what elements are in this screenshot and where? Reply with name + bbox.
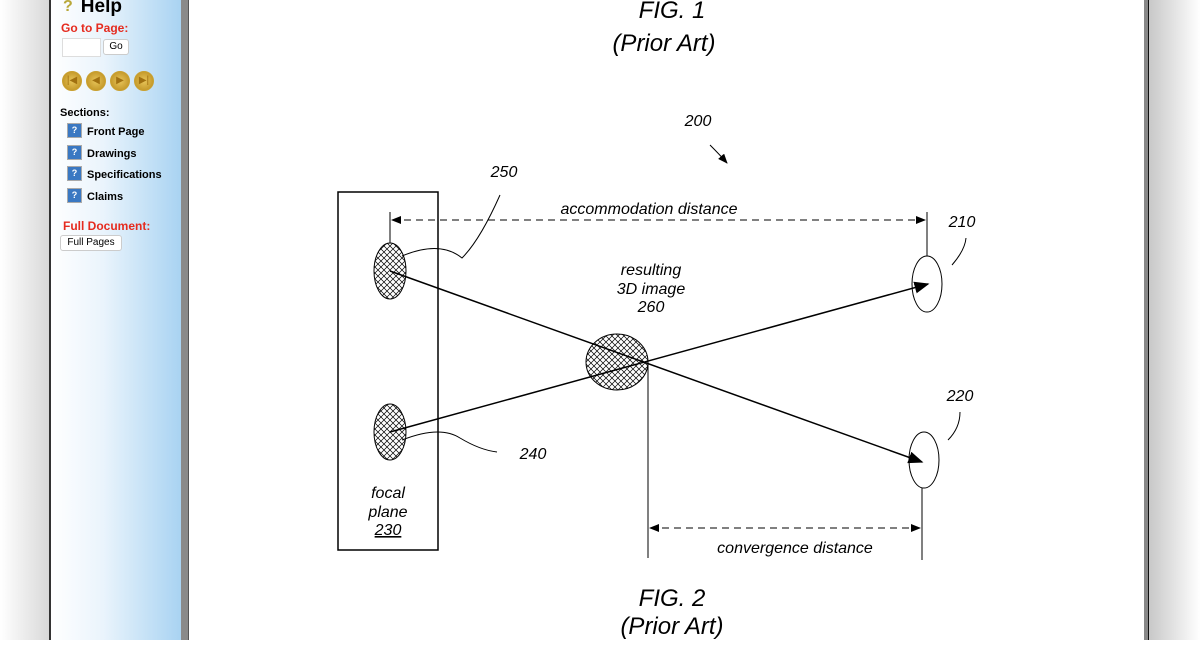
first-page-icon[interactable]: |◀ [62,71,82,91]
window-border [49,0,51,640]
eye-220 [908,431,940,489]
next-page-icon[interactable]: ▶ [110,71,130,91]
sidebar: ? Help Go to Page: Go |◀ ◀ ▶ ▶| Sections:… [51,0,181,640]
section-icon: ? [67,166,82,181]
sidebar-splitter[interactable] [181,0,189,640]
window-border-right [1148,0,1149,640]
patent-drawing-page: FIG. 1 (Prior Art) 200 250 accommodation… [189,0,1144,640]
focal-label: focal [371,485,405,502]
section-icon: ? [67,145,82,160]
page-number-input[interactable] [62,38,101,57]
help-link[interactable]: ? Help [63,0,122,18]
ref-240: 240 [519,446,547,463]
window-shadow-left [0,0,50,640]
fig1-subtitle: (Prior Art) [612,30,715,57]
section-drawings[interactable]: ? Drawings [67,145,137,160]
fig2-title: FIG. 2 [639,585,706,612]
resulting-3d-image [585,333,649,391]
go-to-page-label: Go to Page: [61,21,129,35]
ref-210: 210 [948,214,976,231]
page-border [1144,0,1148,640]
full-document-label: Full Document: [63,219,151,233]
section-label: Specifications [87,169,162,181]
last-page-icon[interactable]: ▶| [134,71,154,91]
section-claims[interactable]: ? Claims [67,188,123,203]
go-button[interactable]: Go [103,39,129,55]
3d-image-label: 3D image [617,281,686,298]
sections-label: Sections: [60,107,110,119]
ref-200: 200 [684,113,712,130]
focal-plane [337,191,439,551]
fig2-subtitle: (Prior Art) [620,613,723,640]
section-icon: ? [67,188,82,203]
window-shadow-right [1149,0,1200,640]
help-icon: ? [63,0,73,15]
section-label: Drawings [87,148,137,160]
convergence-distance-label: convergence distance [717,540,873,557]
ref-250: 250 [490,164,518,181]
ref-220: 220 [946,388,974,405]
section-icon: ? [67,123,82,138]
previous-page-icon[interactable]: ◀ [86,71,106,91]
section-specifications[interactable]: ? Specifications [67,166,162,181]
full-pages-button[interactable]: Full Pages [60,235,122,251]
resulting-label: resulting [621,262,682,279]
section-label: Front Page [87,126,145,138]
section-label: Claims [87,191,124,203]
section-front-page[interactable]: ? Front Page [67,123,144,138]
accommodation-distance-label: accommodation distance [561,201,738,218]
ref-260: 260 [637,299,665,316]
ref-230: 230 [374,522,402,539]
plane-label: plane [367,504,407,521]
fig1-title: FIG. 1 [639,0,706,24]
figure-drawing: FIG. 1 (Prior Art) 200 250 accommodation… [337,0,976,640]
help-label: Help [80,0,122,17]
